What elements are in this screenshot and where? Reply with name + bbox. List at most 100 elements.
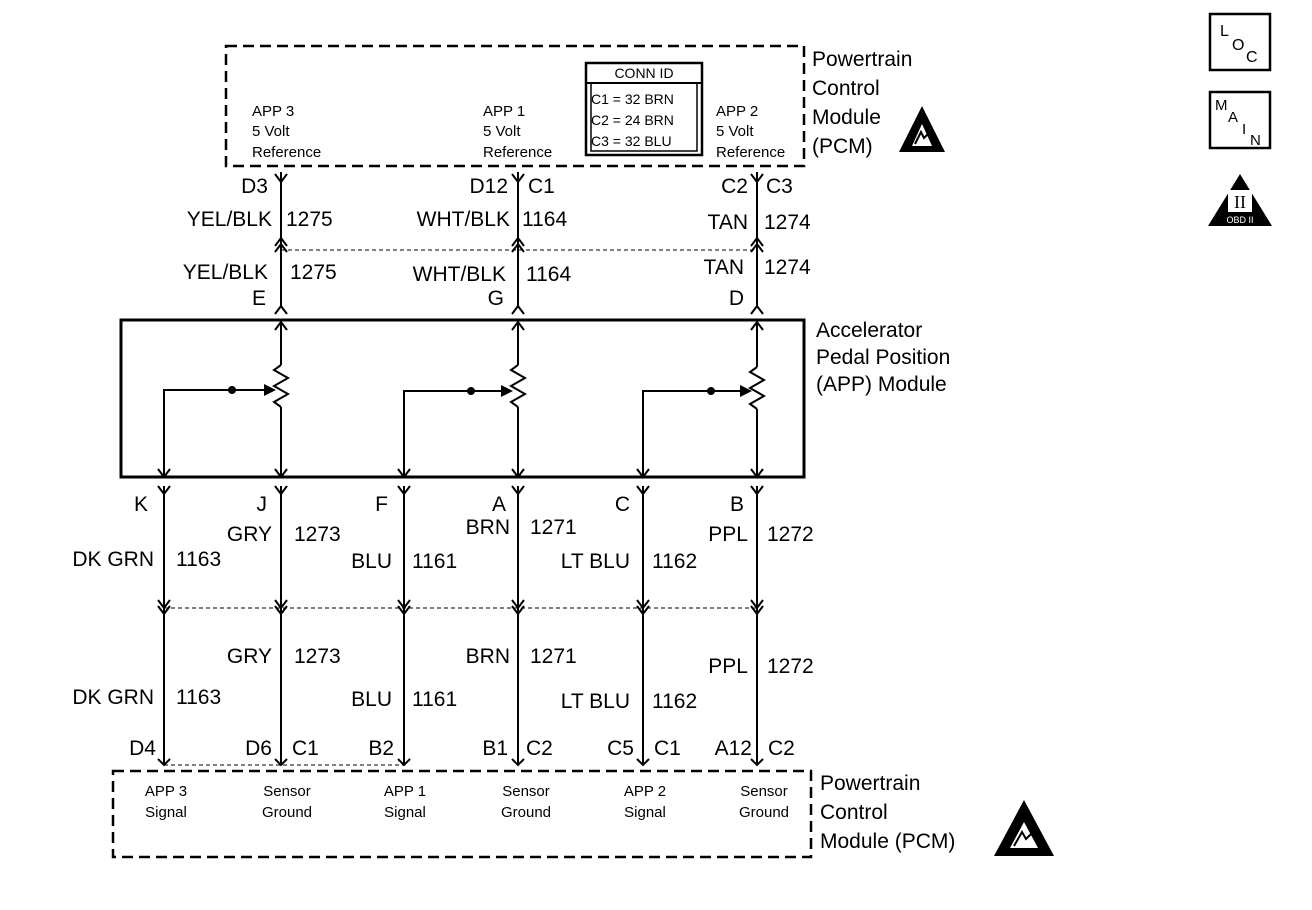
pcm-bottom-term4-l2: Ground — [501, 804, 551, 821]
bwire6-circuit-lower: 1272 — [767, 655, 814, 678]
pcm-top-name-1: Powertrain — [812, 48, 912, 71]
pcm-bottom-term2-l1: Sensor — [263, 783, 311, 800]
bwire5-color-lower: LT BLU — [561, 690, 630, 713]
bwire4-pcm-pin: B1 — [482, 737, 508, 760]
app-module-name-2: Pedal Position — [816, 346, 950, 369]
bwire2-circuit-lower: 1273 — [294, 645, 341, 668]
bwire3-color: BLU — [351, 550, 392, 573]
pcm-bottom: Powertrain Control Module (PCM) APP 3 Si… — [111, 769, 1054, 859]
wire3-color-lower: TAN — [704, 256, 744, 279]
wire3-app-pin: D — [729, 287, 744, 310]
bwire5-pcm-pin: C5 — [607, 737, 634, 760]
pcm-top-term2-l1: APP 1 — [483, 103, 525, 120]
wire3-pin-upper: C2 — [721, 175, 748, 198]
potentiometer-3 — [636, 320, 767, 479]
bwire3-circuit: 1161 — [412, 550, 457, 573]
pcm-top-term2-l3: Reference — [483, 144, 552, 161]
pcm-bottom-term2-l2: Ground — [262, 804, 312, 821]
bwire6-pcm-pin: A12 — [715, 737, 752, 760]
wire2-circuit-lower: 1164 — [526, 263, 571, 286]
bwire2-circuit: 1273 — [294, 523, 341, 546]
wire3-color-upper: TAN — [708, 211, 748, 234]
bwire5-pcm-conn: C1 — [654, 737, 681, 760]
bwire1-app-pin: K — [134, 493, 148, 516]
main-icon[interactable]: M A I N — [1208, 90, 1272, 150]
bwire1-circuit-lower: 1163 — [176, 686, 221, 709]
main-icon-letter-n: N — [1250, 132, 1261, 149]
conn-id-row-1: C1 = 32 BRN — [591, 91, 674, 107]
bwire2-pcm-pin: D6 — [245, 737, 272, 760]
conn-id-row-3: C3 = 32 BLU — [591, 133, 672, 149]
bottom-wires: K J F A C B DK GRN 1163 GRY 1273 BLU 116… — [72, 485, 814, 767]
wire2-pin-upper: D12 — [469, 175, 508, 198]
bwire2-color-lower: GRY — [227, 645, 272, 668]
pcm-bottom-term5-l2: Signal — [624, 804, 666, 821]
bwire3-app-pin: F — [375, 493, 388, 516]
bwire6-color-lower: PPL — [708, 655, 748, 678]
pcm-top-name-2: Control — [812, 77, 880, 100]
wire2-circuit-upper: 1164 — [522, 208, 567, 231]
conn-id-title: CONN ID — [614, 65, 673, 81]
esd-warning-icon — [899, 106, 945, 152]
pcm-bottom-term6-l1: Sensor — [740, 783, 788, 800]
top-wires: D3 YEL/BLK 1275 YEL/BLK 1275 E D12 C1 WH… — [183, 172, 811, 315]
wire2-color-lower: WHT/BLK — [413, 263, 506, 286]
pcm-top-term3-l2: 5 Volt — [716, 123, 754, 140]
pcm-top-term1-l1: APP 3 — [252, 103, 294, 120]
pcm-top-outline — [224, 44, 806, 168]
wire1-color-lower: YEL/BLK — [183, 261, 268, 284]
bwire1-color-lower: DK GRN — [72, 686, 154, 709]
wire3-conn-upper: C3 — [766, 175, 793, 198]
bwire4-circuit-lower: 1271 — [530, 645, 577, 668]
bwire3-pcm-pin: B2 — [368, 737, 394, 760]
pcm-top: Powertrain Control Module (PCM) APP 3 5 … — [224, 44, 945, 168]
main-icon-letter-a: A — [1228, 109, 1238, 126]
bwire5-circuit-lower: 1162 — [652, 690, 697, 713]
bwire2-pcm-conn: C1 — [292, 737, 319, 760]
bwire3-color-lower: BLU — [351, 688, 392, 711]
bwire5-circuit: 1162 — [652, 550, 697, 573]
pcm-top-term3-l3: Reference — [716, 144, 785, 161]
obd-ii-icon[interactable]: II OBD II — [1208, 174, 1272, 226]
main-icon-letter-i: I — [1242, 121, 1246, 138]
app-module: Accelerator Pedal Position (APP) Module — [119, 318, 950, 479]
obd-ii-numeral: II — [1234, 192, 1246, 212]
bwire4-color: BRN — [466, 516, 510, 539]
pcm-top-term2-l2: 5 Volt — [483, 123, 521, 140]
app-module-name-1: Accelerator — [816, 319, 922, 342]
bwire5-app-pin: C — [615, 493, 630, 516]
potentiometer-1 — [157, 320, 291, 479]
pcm-bottom-name-2: Control — [820, 801, 888, 824]
pcm-top-name-3: Module — [812, 106, 881, 129]
wire3-circuit-lower: 1274 — [764, 256, 811, 279]
bwire6-circuit: 1272 — [767, 523, 814, 546]
wire1-pin-upper: D3 — [241, 175, 268, 198]
bwire2-app-pin: J — [257, 493, 268, 516]
pcm-bottom-term3-l1: APP 1 — [384, 783, 426, 800]
obd-ii-label: OBD II — [1226, 215, 1253, 225]
pcm-bottom-term1-l1: APP 3 — [145, 783, 187, 800]
pcm-bottom-outline — [111, 769, 813, 859]
loc-icon-letter-l: L — [1220, 23, 1229, 40]
esd-warning-icon — [994, 800, 1054, 856]
loc-icon[interactable]: L O C — [1208, 12, 1272, 72]
bwire6-color: PPL — [708, 523, 748, 546]
bwire3-circuit-lower: 1161 — [412, 688, 457, 711]
pcm-top-term3-l1: APP 2 — [716, 103, 758, 120]
wire2-color-upper: WHT/BLK — [417, 208, 510, 231]
bwire4-color-lower: BRN — [466, 645, 510, 668]
pcm-top-name-4: (PCM) — [812, 135, 873, 158]
pcm-bottom-term1-l2: Signal — [145, 804, 187, 821]
pcm-bottom-term6-l2: Ground — [739, 804, 789, 821]
pcm-bottom-term3-l2: Signal — [384, 804, 426, 821]
bwire1-circuit: 1163 — [176, 548, 221, 571]
wire2-conn-upper: C1 — [528, 175, 555, 198]
bwire1-pcm-pin: D4 — [129, 737, 156, 760]
wire2-app-pin: G — [488, 287, 504, 310]
pcm-bottom-term4-l1: Sensor — [502, 783, 550, 800]
bwire4-circuit: 1271 — [530, 516, 577, 539]
loc-icon-letter-c: C — [1246, 49, 1258, 66]
pcm-bottom-name-3: Module (PCM) — [820, 830, 955, 853]
bwire2-color: GRY — [227, 523, 272, 546]
